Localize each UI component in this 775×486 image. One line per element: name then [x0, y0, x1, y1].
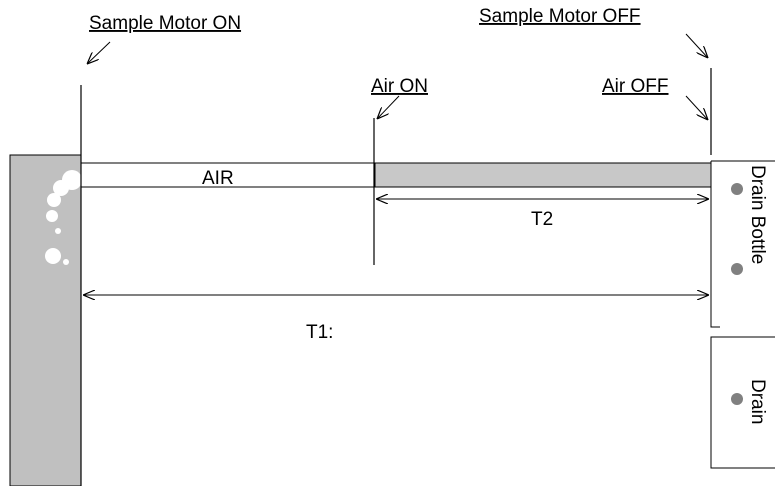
air-bubbles	[45, 170, 82, 265]
t2-label: T2	[531, 209, 553, 230]
drain-bottle-dot-top	[731, 183, 743, 195]
drain-bottle-label: Drain Bottle	[747, 165, 768, 264]
air-off-pointer	[685, 95, 708, 120]
sample-motor-on-label: Sample Motor ON	[89, 13, 241, 34]
air-on-pointer	[377, 95, 400, 119]
drain-outline	[710, 336, 775, 469]
sample-column	[9, 154, 82, 486]
air-bar	[374, 162, 712, 188]
sample-motor-off-label: Sample Motor OFF	[479, 6, 641, 27]
air-on-label: Air ON	[371, 76, 428, 97]
t1-label: T1:	[306, 322, 333, 343]
air-pipe	[80, 162, 377, 188]
drain-label: Drain	[747, 379, 768, 424]
motor-on-pointer	[87, 41, 111, 64]
motor-off-pointer	[685, 33, 708, 58]
drain-dot	[731, 393, 743, 405]
air-label: AIR	[202, 168, 234, 189]
drain-bottle-outline	[710, 160, 775, 328]
air-off-label: Air OFF	[602, 76, 669, 97]
drain-bottle-dot-bottom	[731, 263, 743, 275]
